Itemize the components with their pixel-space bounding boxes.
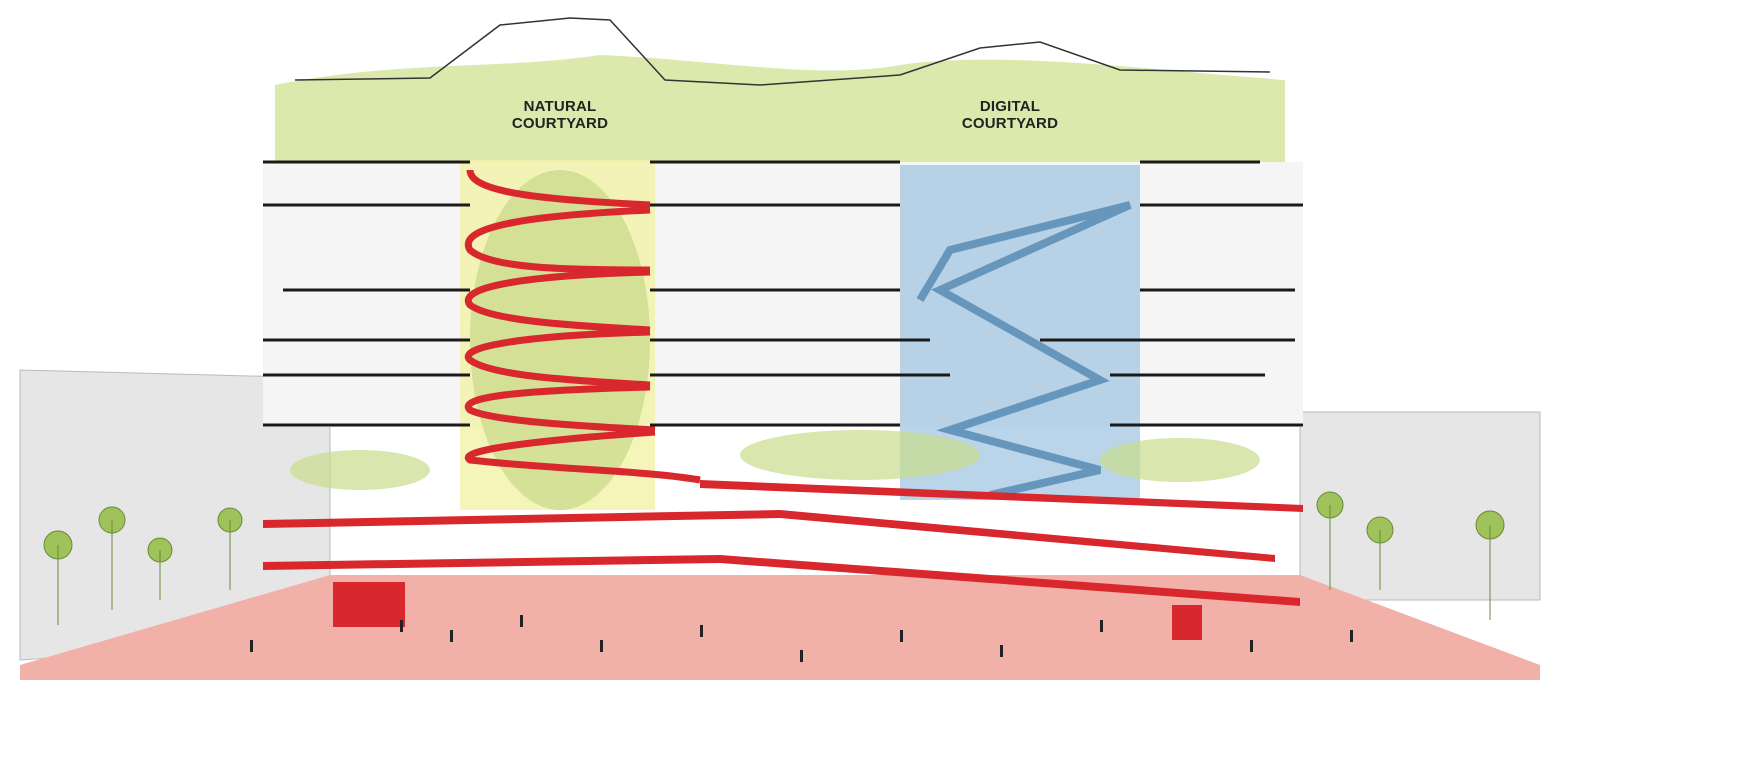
crowd-figures [250, 615, 1353, 662]
mid-level-vegetation [740, 430, 980, 480]
natural-courtyard-label-line1: NATURAL [523, 98, 597, 115]
digital-courtyard-label: DIGITAL COURTYARD [955, 98, 1065, 132]
building-interior [263, 162, 1303, 427]
public-ramps [263, 480, 1303, 640]
digital-courtyard-label-line1: DIGITAL [979, 98, 1041, 115]
palm-trees [43, 491, 1505, 625]
roof-mountain-outline [294, 17, 1271, 86]
roof-canopy-vegetation [275, 55, 1285, 165]
natural-courtyard-label: NATURAL COURTYARD [505, 98, 615, 132]
floor-slabs [263, 160, 1303, 427]
right-context-building [1299, 411, 1541, 601]
mid-level-vegetation [1100, 438, 1260, 482]
spiral-ramp [464, 169, 701, 484]
mid-level-vegetation [290, 450, 430, 490]
natural-courtyard-label-line2: COURTYARD [511, 115, 609, 132]
natural-courtyard-tree [470, 170, 650, 510]
digital-courtyard-label-line2: COURTYARD [961, 115, 1059, 132]
digital-courtyard-stair [916, 201, 1132, 499]
